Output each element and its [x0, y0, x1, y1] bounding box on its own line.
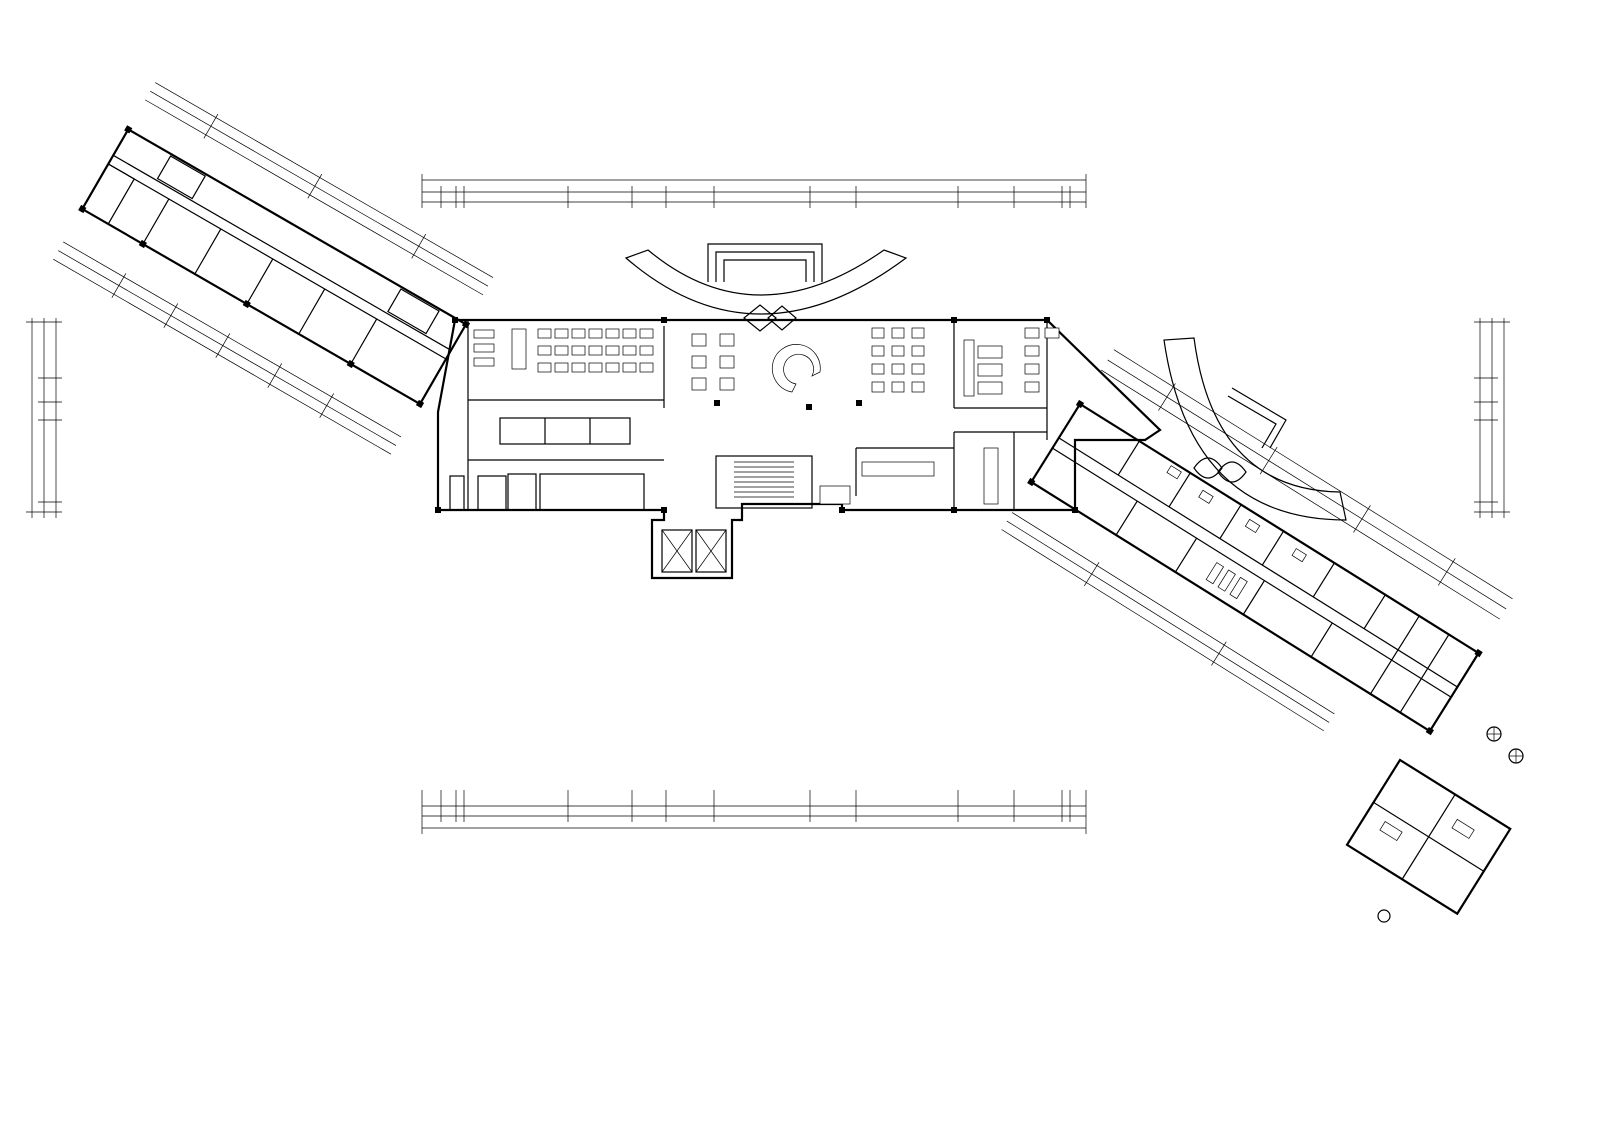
central-block [435, 317, 1162, 580]
desk-grid-left [473, 328, 654, 373]
left-wing [53, 82, 494, 455]
elevator-shafts [661, 529, 727, 573]
lobby-tables-left [691, 333, 735, 391]
central-staircase [715, 455, 813, 509]
bottom-dimension-chain [421, 790, 1087, 834]
left-dimension-chain [26, 318, 62, 518]
right-wing-end-block [1345, 758, 1512, 916]
office-workstations [963, 327, 1060, 397]
right-dimension-chain [1474, 318, 1510, 518]
lobby-tables-right [871, 327, 925, 393]
tree-symbols [1377, 726, 1524, 923]
right-wing [1001, 349, 1513, 736]
entrance-canopy [624, 243, 908, 332]
side-canopy [1163, 337, 1347, 521]
top-dimension-chain [421, 174, 1087, 208]
reception-desk [771, 344, 821, 393]
